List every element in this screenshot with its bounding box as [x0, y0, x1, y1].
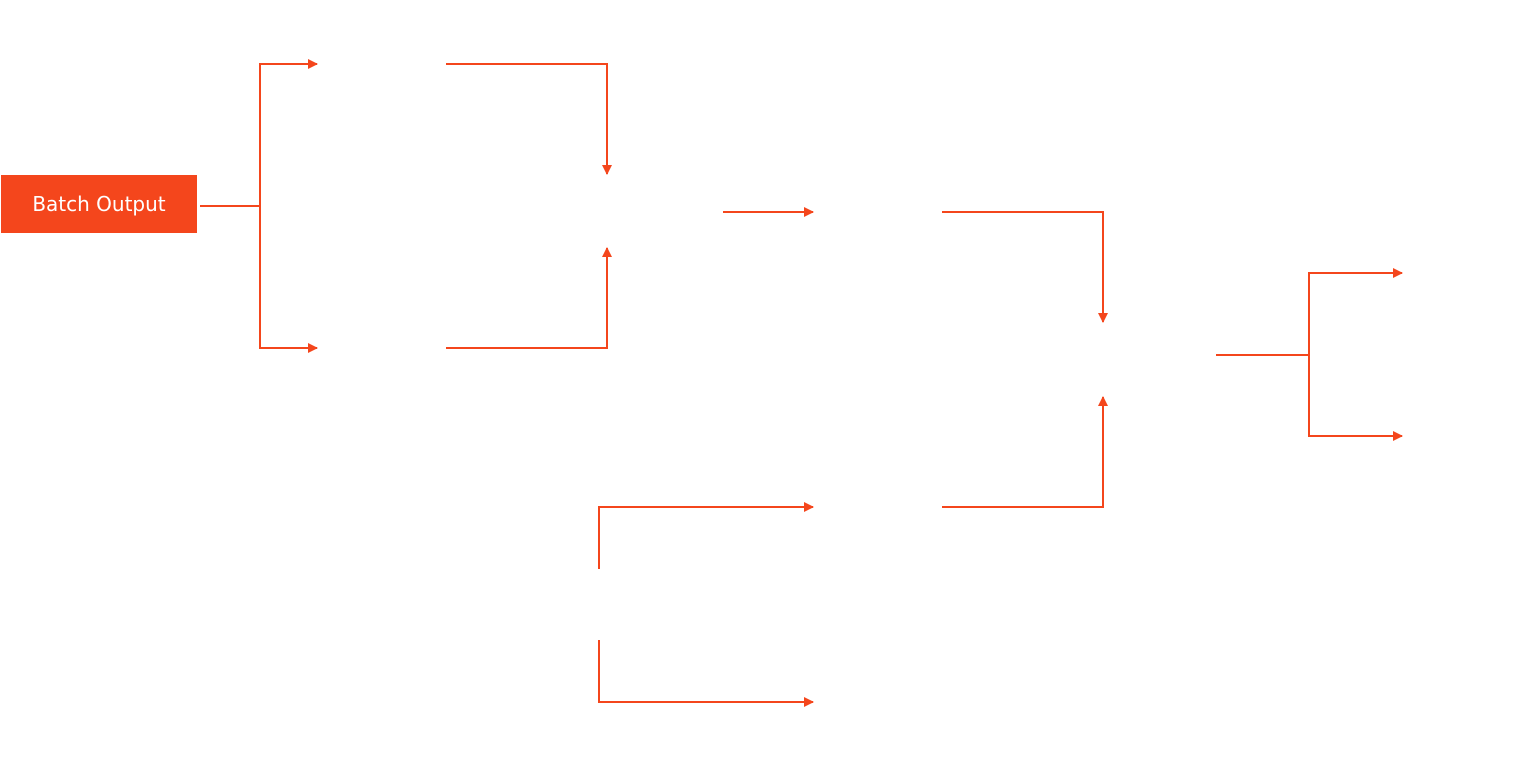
arrow-to-output-upper	[1308, 268, 1403, 355]
arrow-to-upper-step	[259, 59, 318, 206]
arrow-lower-step-to-join-1	[446, 247, 612, 349]
batch-output-node: Batch Output	[1, 175, 197, 233]
arrow-to-output-lower	[1308, 355, 1403, 441]
arrow-stage-2b-to-join-2	[942, 396, 1108, 508]
arrow-to-lower-step	[259, 206, 318, 353]
batch-output-label: Batch Output	[32, 192, 166, 216]
arrow-side-input-to-stage-2b	[598, 502, 814, 569]
arrow-stage-2-to-join-2	[942, 211, 1108, 323]
arrow-upper-step-to-join-1	[446, 63, 612, 175]
arrow-side-input-to-stage-2c	[598, 640, 814, 707]
